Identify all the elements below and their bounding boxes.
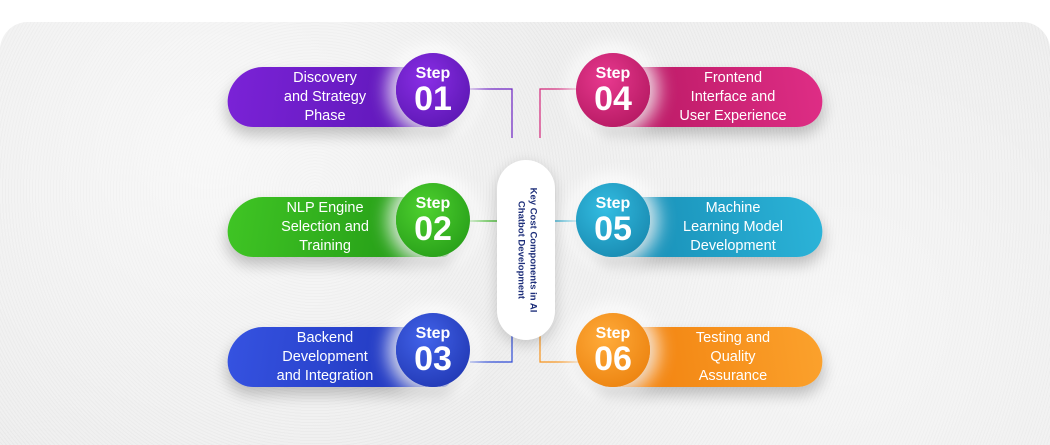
step-01-badge: Step 01 (396, 53, 470, 127)
step-01-label: Discovery and Strategy Phase (283, 69, 367, 124)
connector-step-04 (539, 88, 580, 138)
step-05-label: Machine Learning Model Development (683, 199, 783, 254)
step-06-badge: Step 06 (576, 313, 650, 387)
step-06-label: Testing and Quality Assurance (695, 329, 771, 384)
step-02-label: NLP Engine Selection and Training (281, 199, 369, 254)
diagram-canvas: Key Cost Components in AI Chatbot Develo… (0, 22, 1050, 445)
center-title-line-1: Key Cost Components in AI (527, 187, 538, 313)
center-title: Key Cost Components in AI Chatbot Develo… (514, 188, 538, 313)
step-04-badge: Step 04 (576, 53, 650, 127)
step-03-label: Backend Development and Integration (276, 329, 374, 384)
connector-step-01 (470, 88, 513, 138)
center-title-line-2: Chatbot Development (515, 200, 526, 300)
step-04-label: Frontend Interface and User Experience (679, 69, 787, 124)
step-05-badge: Step 05 (576, 183, 650, 257)
step-02-badge: Step 02 (396, 183, 470, 257)
center-title-pill: Key Cost Components in AI Chatbot Develo… (497, 160, 555, 340)
step-03-badge: Step 03 (396, 313, 470, 387)
connector-lines (470, 88, 580, 363)
